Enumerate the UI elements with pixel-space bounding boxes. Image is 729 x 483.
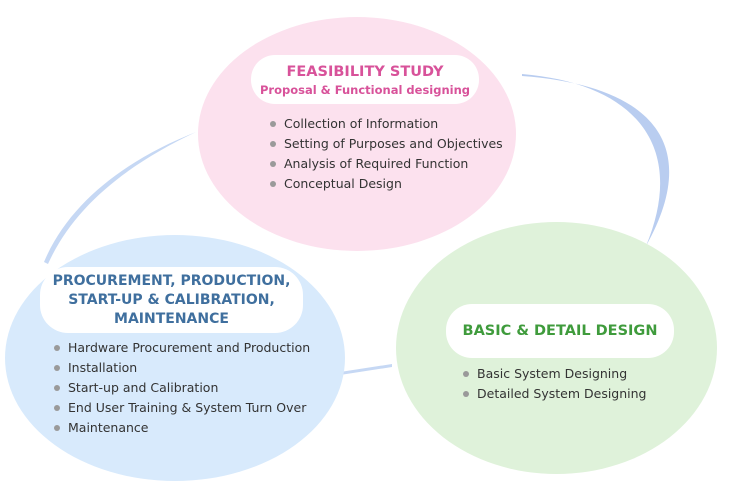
bullet-icon: [463, 371, 469, 377]
bullet-icon: [54, 425, 60, 431]
list-item: Detailed System Designing: [463, 384, 647, 404]
bullet-icon: [463, 391, 469, 397]
list-item: Installation: [54, 358, 310, 378]
list-item-text: Conceptual Design: [284, 176, 402, 191]
procurement-list: Hardware Procurement and Production Inst…: [54, 338, 310, 438]
list-item-text: End User Training & System Turn Over: [68, 400, 307, 415]
list-item-text: Start-up and Calibration: [68, 380, 219, 395]
basic-detail-design-list: Basic System Designing Detailed System D…: [463, 364, 647, 404]
list-item-text: Basic System Designing: [477, 366, 628, 381]
basic-detail-design-header: BASIC & DETAIL DESIGN: [446, 304, 674, 358]
feasibility-study-subtitle: Proposal & Functional designing: [259, 83, 471, 97]
bullet-icon: [270, 161, 276, 167]
list-item-text: Collection of Information: [284, 116, 439, 131]
list-item: Basic System Designing: [463, 364, 647, 384]
feasibility-study-header: FEASIBILITY STUDY Proposal & Functional …: [251, 55, 479, 104]
list-item: Conceptual Design: [270, 174, 503, 194]
bullet-icon: [54, 345, 60, 351]
feasibility-study-title: FEASIBILITY STUDY: [286, 64, 444, 80]
connector-feasibility-to-basic: [522, 74, 670, 246]
list-item: Analysis of Required Function: [270, 154, 503, 174]
list-item-text: Setting of Purposes and Objectives: [284, 136, 503, 151]
bullet-icon: [270, 121, 276, 127]
bullet-icon: [270, 181, 276, 187]
bullet-icon: [270, 141, 276, 147]
bullet-icon: [54, 405, 60, 411]
connector-basic-to-procurement: [340, 364, 392, 375]
list-item-text: Analysis of Required Function: [284, 156, 469, 171]
list-item-text: Installation: [68, 360, 138, 375]
bullet-icon: [54, 365, 60, 371]
list-item: Hardware Procurement and Production: [54, 338, 310, 358]
list-item: End User Training & System Turn Over: [54, 398, 310, 418]
list-item-text: Detailed System Designing: [477, 386, 647, 401]
bullet-icon: [54, 385, 60, 391]
list-item: Maintenance: [54, 418, 310, 438]
procurement-title: PROCUREMENT, PRODUCTION, START-UP & CALI…: [52, 273, 291, 327]
basic-detail-design-title: BASIC & DETAIL DESIGN: [462, 323, 658, 339]
procurement-header: PROCUREMENT, PRODUCTION, START-UP & CALI…: [40, 267, 303, 333]
feasibility-study-list: Collection of Information Setting of Pur…: [270, 114, 503, 194]
list-item: Collection of Information: [270, 114, 503, 134]
list-item: Setting of Purposes and Objectives: [270, 134, 503, 154]
list-item-text: Hardware Procurement and Production: [68, 340, 311, 355]
list-item: Start-up and Calibration: [54, 378, 310, 398]
list-item-text: Maintenance: [68, 420, 149, 435]
